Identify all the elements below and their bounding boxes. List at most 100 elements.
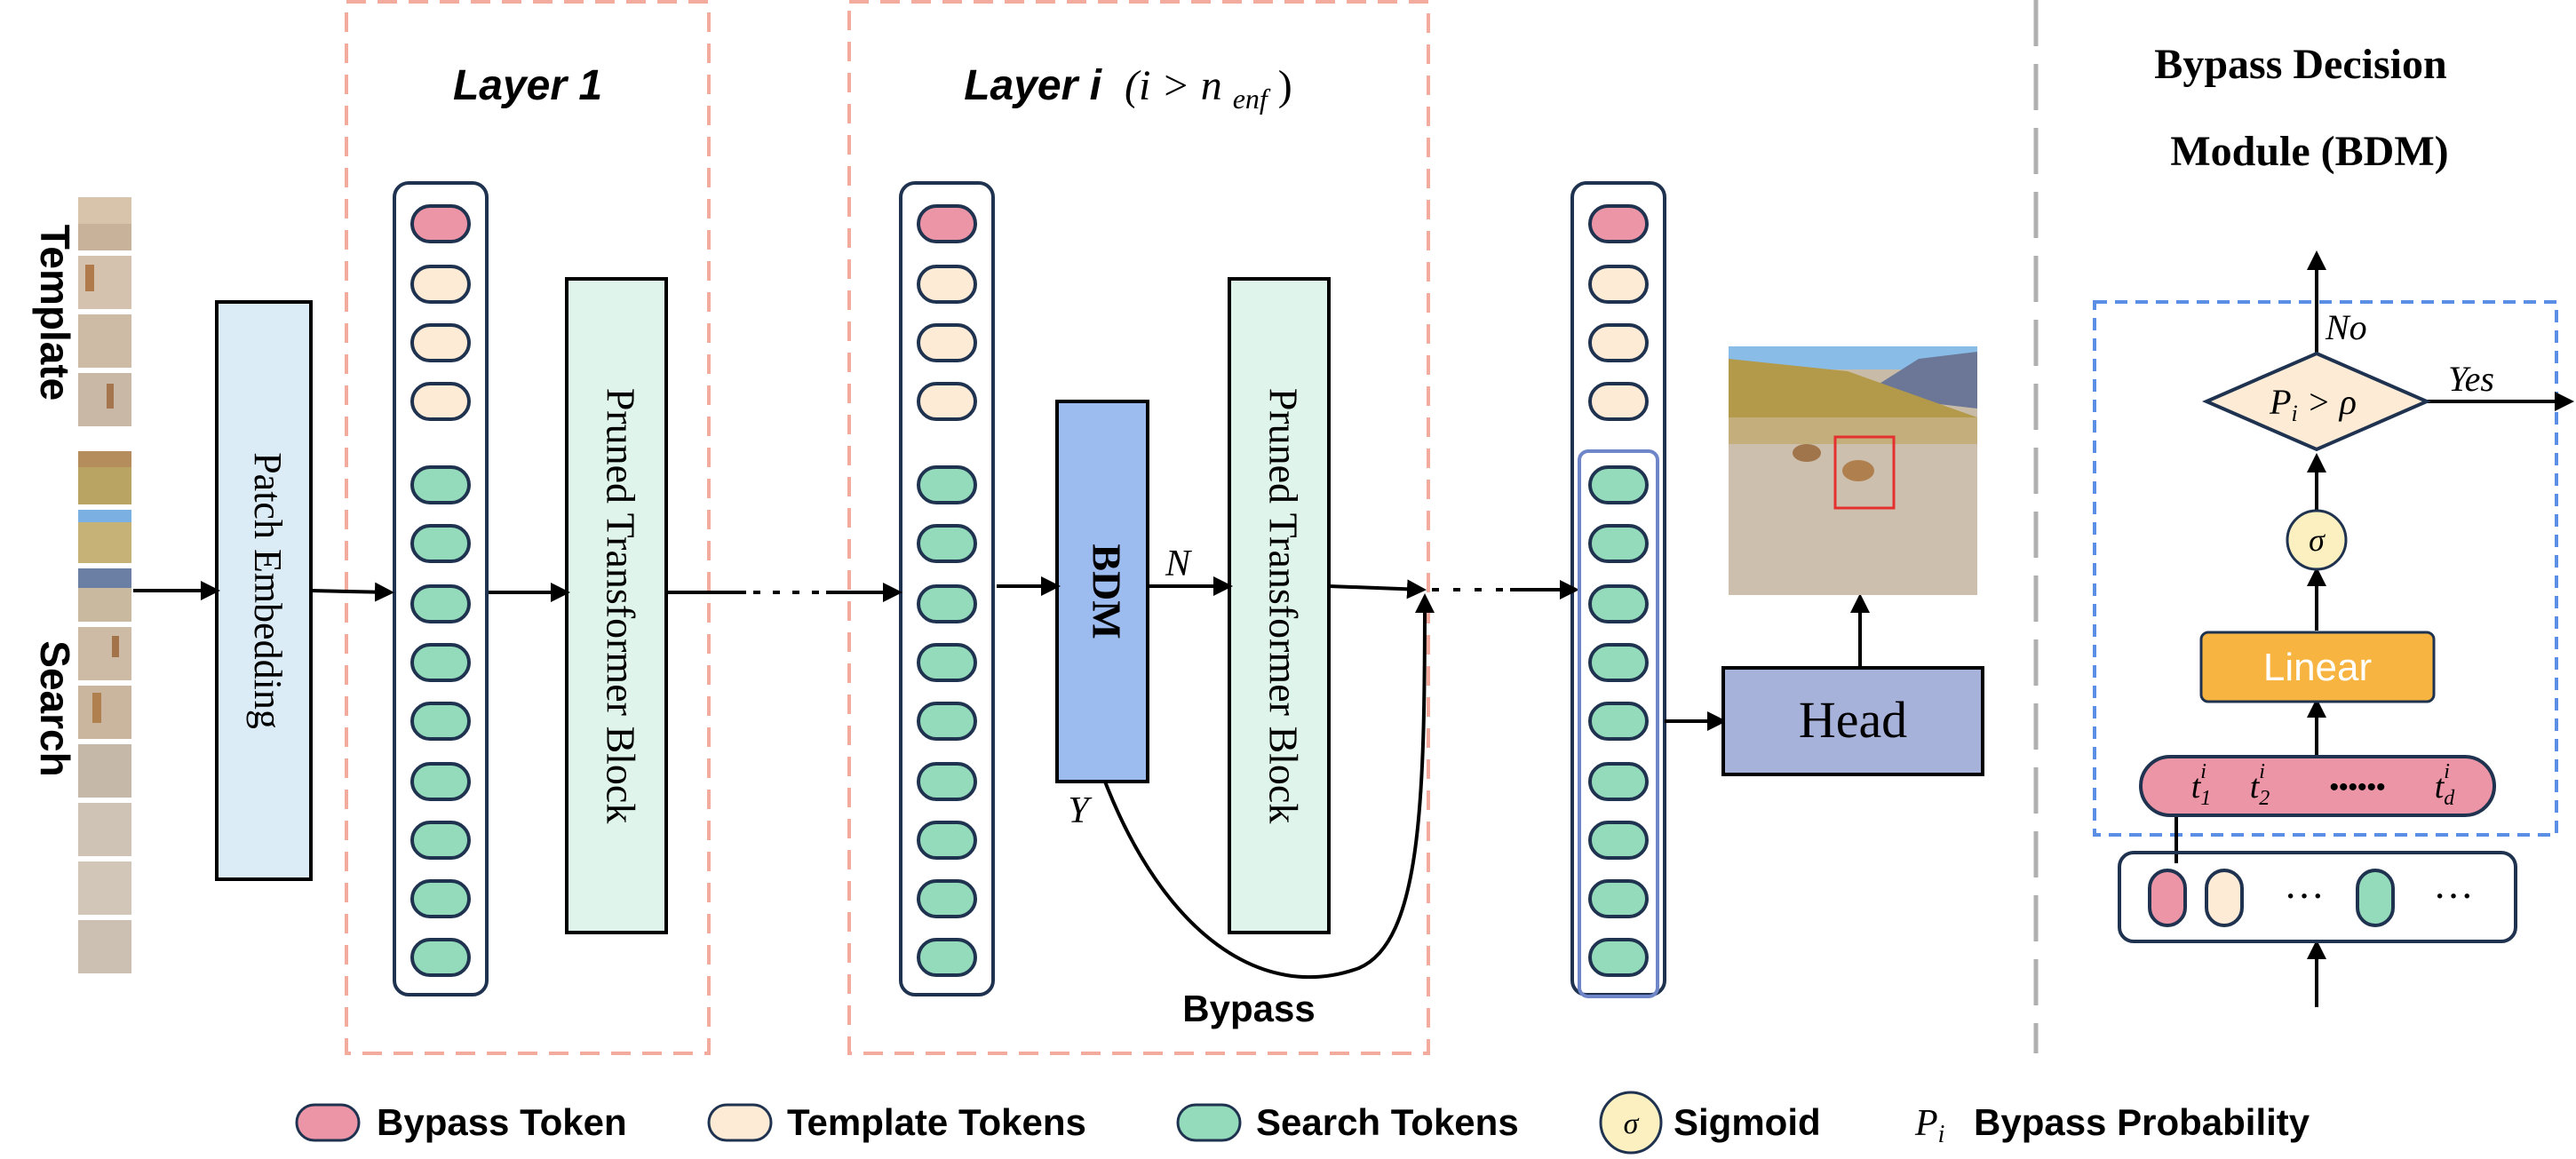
template-token — [917, 323, 977, 362]
linear-block — [2199, 631, 2436, 703]
layer-1-box — [345, 0, 711, 1055]
t1-symbol: t — [2191, 768, 2202, 806]
bypass-curve — [1103, 593, 1435, 980]
main-flow-arrows — [133, 576, 1870, 980]
decision-yes-label: Yes — [2448, 359, 2494, 399]
bypass-token — [410, 204, 471, 243]
bypass-token — [917, 204, 977, 243]
bypass-label: Bypass — [1182, 988, 1315, 1029]
bdm-panel-title-line1: Bypass Decision — [2154, 41, 2446, 88]
bdm-input-ellipsis-1: ··· — [2284, 873, 2325, 918]
bdm-block-label: BDM — [1084, 544, 1129, 639]
search-token — [917, 821, 977, 860]
search-token — [1588, 821, 1649, 860]
search-token — [1588, 465, 1649, 504]
layer-i-title-main: Layer i — [964, 62, 1102, 109]
vector-element-t2: t2i — [2250, 760, 2270, 810]
layer-i-title-close: ) — [1278, 62, 1292, 109]
legend-bypass-token-label: Bypass Token — [377, 1101, 627, 1143]
search-token — [917, 702, 977, 741]
edge-label-y: Y — [1068, 790, 1093, 831]
template-token — [1588, 265, 1649, 304]
tracking-result-image — [1729, 346, 1977, 595]
bdm-panel-arrows — [2174, 250, 2574, 1007]
decision-no-label: No — [2325, 307, 2367, 347]
t1-sub: 1 — [2200, 787, 2211, 810]
token-column-frame — [393, 181, 489, 996]
pruned-transformer-block-1-label: Pruned Transformer Block — [598, 388, 643, 824]
template-token — [917, 265, 977, 304]
decision-sub: i — [2292, 401, 2298, 426]
layer-i-title-cond: (i > n — [1125, 62, 1222, 109]
legend-p-symbol: Pi — [1914, 1103, 1944, 1148]
t1-sup: i — [2200, 760, 2206, 783]
td-sup: i — [2444, 760, 2450, 783]
output-search-token-highlight — [1578, 449, 1659, 998]
legend-sigmoid-symbol: σ — [1624, 1107, 1640, 1140]
arrow-block2-out — [1328, 579, 1427, 599]
template-image-strip — [78, 197, 131, 426]
bdm-input-ellipsis-2: ··· — [2433, 873, 2474, 918]
search-token — [917, 762, 977, 801]
head-label: Head — [1799, 691, 1907, 749]
vector-element-td: tdi — [2435, 760, 2456, 810]
tracking-bounding-box — [1833, 435, 1896, 510]
td-sub: d — [2444, 787, 2455, 810]
t2-sup: i — [2259, 760, 2265, 783]
legend-p-sub: i — [1938, 1121, 1945, 1148]
bdm-input-token-row — [2118, 851, 2517, 943]
search-token — [410, 938, 471, 977]
patch-embedding-label: Patch Embedding — [246, 452, 290, 729]
search-token — [1588, 524, 1649, 563]
decision-diamond — [2201, 351, 2432, 452]
legend-search-token-label: Search Tokens — [1256, 1101, 1519, 1143]
decision-rest: > ρ — [2298, 382, 2357, 422]
legend-p-letter: P — [1914, 1103, 1938, 1144]
search-token — [917, 465, 977, 504]
decision-p: P — [2269, 382, 2291, 422]
legend-bypass-token-swatch — [295, 1103, 361, 1142]
search-token — [917, 524, 977, 563]
search-token — [917, 879, 977, 918]
search-token — [410, 584, 471, 623]
bypass-token-vector — [2139, 755, 2496, 817]
template-label: Template — [32, 225, 78, 401]
bdm-input-template-token — [2205, 869, 2244, 927]
search-token — [917, 584, 977, 623]
search-token — [410, 524, 471, 563]
template-token — [1588, 323, 1649, 362]
template-token — [410, 265, 471, 304]
bdm-input-search-token — [2356, 869, 2395, 927]
search-token — [410, 762, 471, 801]
token-column-layer-1 — [393, 181, 489, 996]
bdm-panel-dashed-box — [2093, 300, 2558, 837]
t2-symbol: t — [2250, 768, 2261, 806]
layer-i-title-sub: enf — [1233, 83, 1271, 115]
arrow-patch-to-tokens — [310, 582, 394, 602]
edge-label-n: N — [1165, 544, 1192, 584]
search-label: Search — [32, 640, 78, 776]
bdm-panel-title-line2: Module (BDM) — [2170, 128, 2448, 175]
search-token — [1588, 938, 1649, 977]
legend: Bypass Token Template Tokens Search Toke… — [295, 1091, 2310, 1155]
decision-condition: Pi > ρ — [2269, 382, 2357, 426]
sigmoid-node — [2286, 509, 2348, 571]
td-symbol: t — [2435, 768, 2445, 806]
search-token — [1588, 762, 1649, 801]
legend-template-token-label: Template Tokens — [787, 1101, 1086, 1143]
template-token — [1588, 382, 1649, 421]
search-token — [410, 821, 471, 860]
search-token — [917, 938, 977, 977]
token-column-output — [1570, 181, 1666, 996]
layer-i-title: Layer i (i > n enf ) — [964, 62, 1292, 118]
token-column-layer-i — [899, 181, 995, 996]
search-token — [410, 702, 471, 741]
search-token — [410, 643, 471, 682]
bypass-token — [1588, 204, 1649, 243]
search-token — [1588, 702, 1649, 741]
layer-1-title: Layer 1 — [453, 62, 602, 109]
sigmoid-node-symbol: σ — [2309, 522, 2326, 558]
head-block — [1721, 666, 1984, 776]
legend-sigmoid-label: Sigmoid — [1674, 1101, 1821, 1143]
